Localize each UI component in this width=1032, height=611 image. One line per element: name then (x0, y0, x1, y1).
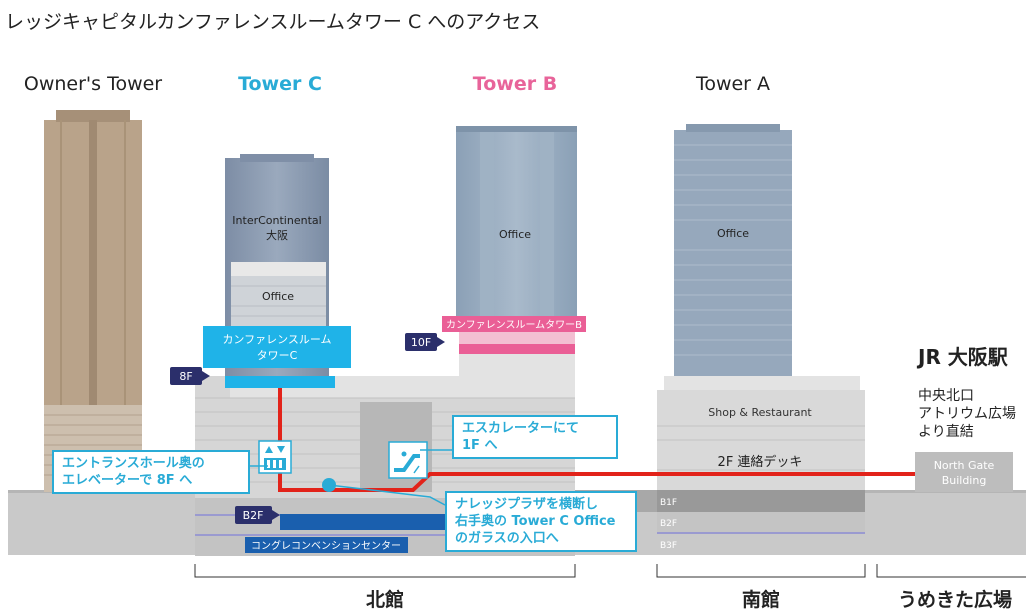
tower-c: InterContinental 大阪 Office カンファレンスルーム タワ… (170, 154, 351, 388)
tower-b-label: Tower B (473, 73, 557, 95)
tower-c-label: Tower C (238, 73, 322, 95)
b3f-label: B3F (660, 541, 677, 551)
south-building-label: 南館 (742, 588, 780, 611)
b2f-route-band (280, 514, 445, 530)
hotel-label-2: 大阪 (266, 228, 288, 242)
elevator-icon (258, 440, 292, 474)
callout-elevator-line-2: エレベーターで 8F へ (62, 473, 193, 488)
north-gate-label-1: North Gate (934, 459, 995, 472)
callout-escalator: エスカレーターにて 1F へ (452, 415, 618, 459)
convention-center-block (245, 537, 408, 553)
owners-tower-label: Owner's Tower (24, 73, 162, 95)
tower-a-label: Tower A (695, 73, 770, 95)
floor-badge-b2f (235, 506, 272, 524)
callout-plaza-line-2: 右手奥の Tower C Office (455, 514, 616, 529)
tower-c-office-label: Office (262, 290, 294, 303)
jr-station-line-2: アトリウム広場 (918, 406, 1016, 422)
north-building-label: 北館 (366, 588, 404, 611)
callout-connector-plaza (328, 484, 446, 506)
floor-badge-10f-text: 10F (411, 336, 431, 349)
umekita-plaza-label: うめきた広場 (898, 588, 1012, 611)
jr-station-line-3: より直結 (918, 423, 974, 440)
hotel-label-1: InterContinental (232, 214, 321, 227)
tower-c-conference-label-2: タワーC (257, 349, 298, 362)
callout-escalator-line-1: エスカレーターにて (462, 421, 580, 436)
callout-elevator-line-1: エントランスホール奥の (62, 456, 205, 471)
north-gate-building: North Gate Building (915, 452, 1013, 492)
b2f-label: B2F (660, 519, 677, 529)
floor-badge-b2f-text: B2F (243, 509, 264, 522)
floor-badge-10f (405, 333, 437, 351)
deck-label: 2F 連絡デッキ (718, 454, 803, 470)
tower-c-conference-block (203, 326, 351, 368)
tower-b-10f-floor (459, 344, 575, 354)
floor-badge-8f-text: 8F (179, 370, 192, 383)
callout-elevator: エントランスホール奥の エレベーターで 8F へ (52, 450, 250, 494)
area-brackets (194, 564, 1026, 578)
callout-knowledge-plaza: ナレッジプラザを横断し 右手奥の Tower C Office のガラスの入口へ (445, 491, 637, 552)
tower-b-conference-block (442, 316, 586, 332)
floor-badge-8f (170, 367, 202, 385)
tower-b: Office カンファレンスルームタワーB 10F (405, 126, 586, 376)
b1f-band (657, 490, 865, 512)
tower-c-8f-floor (225, 376, 335, 388)
escalator-icon (388, 441, 428, 479)
convention-center-label: コングレコンベンションセンター (251, 539, 401, 552)
tower-b-office-label: Office (499, 228, 531, 241)
jr-station-line-1: 中央北口 (918, 388, 974, 404)
shop-restaurant-label: Shop & Restaurant (708, 406, 812, 419)
tower-b-conference-label: カンファレンスルームタワーB (446, 319, 582, 331)
callout-plaza-line-3: のガラスの入口へ (455, 531, 559, 546)
tower-c-conference-label-1: カンファレンスルーム (222, 333, 331, 346)
page-title: レッジキャピタルカンファレンスルームタワー C へのアクセス (5, 11, 540, 33)
tower-a-office-label: Office (717, 227, 749, 240)
jr-station-title: JR 大阪駅 (916, 345, 1008, 369)
owners-tower (44, 110, 142, 492)
callout-plaza-line-1: ナレッジプラザを横断し (455, 497, 599, 512)
tower-a: Office Shop & Restaurant B1F B2F B3F (657, 124, 865, 551)
callout-escalator-line-2: 1F へ (462, 438, 498, 453)
b1f-label: B1F (660, 498, 677, 508)
north-gate-label-2: Building (942, 474, 987, 487)
